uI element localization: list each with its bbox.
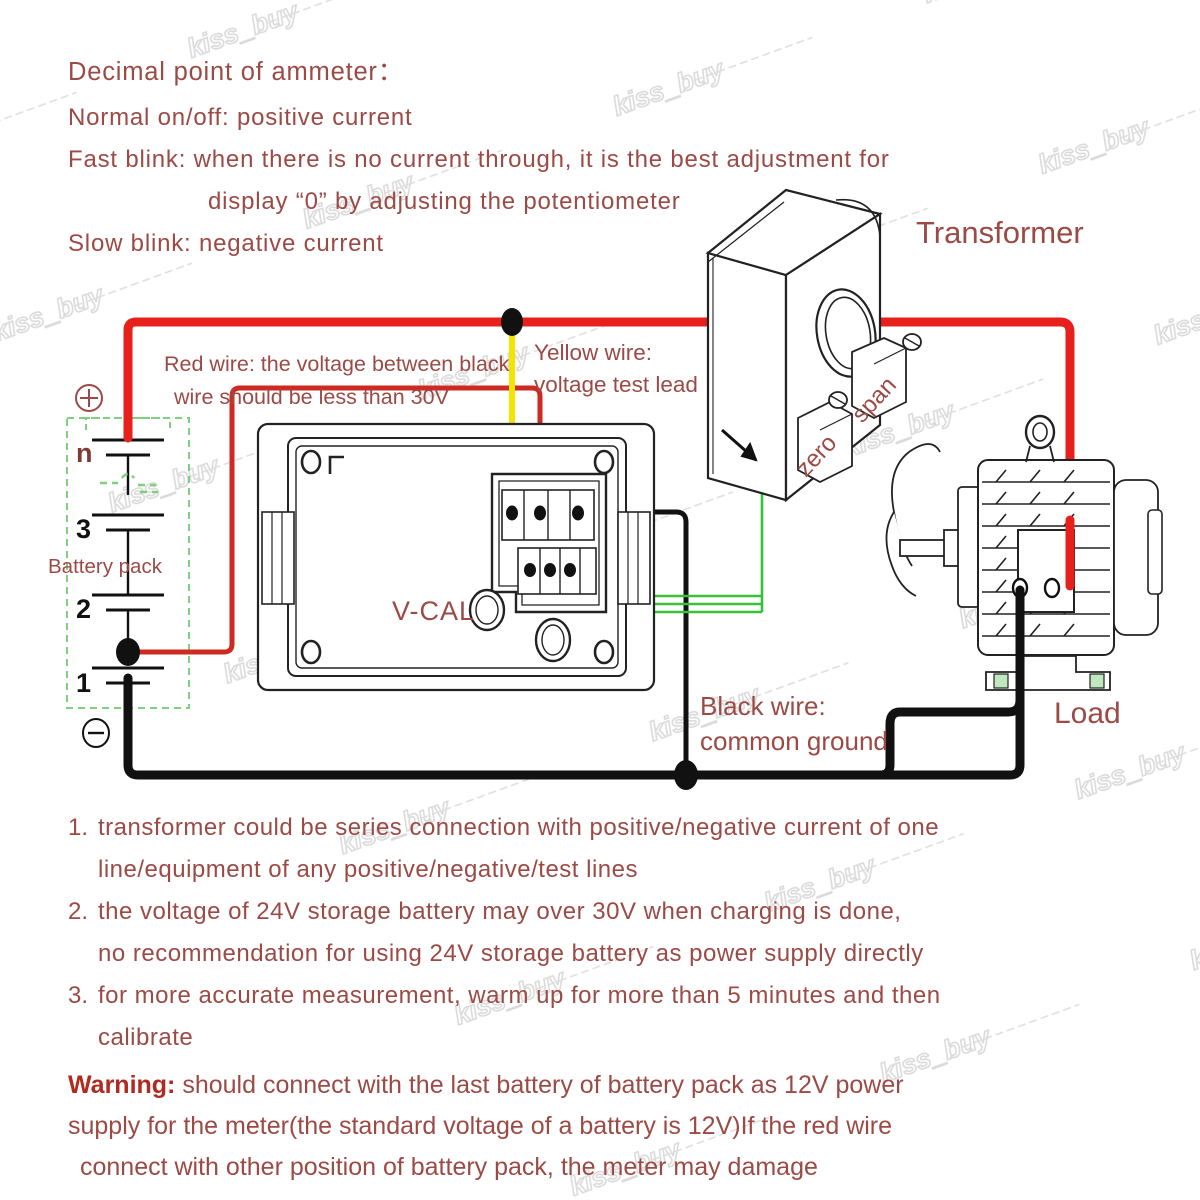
load-motor: Load	[885, 414, 1163, 730]
battery-cell-label-1: 1	[76, 668, 91, 698]
yellow-wire-callout-line-2: voltage test lead	[534, 372, 698, 397]
meter-connector-bottom[interactable]	[517, 547, 597, 595]
battery-cell-label-3: 3	[76, 514, 91, 544]
current-transformer: Transformer zero span	[705, 188, 1084, 503]
meter-screw-hole-bottom-right	[593, 639, 615, 665]
motor-fan-blade-upper	[908, 443, 941, 453]
bottom-note-3-number: 3.	[68, 982, 88, 1009]
transformer-direction-arrow-head-icon	[740, 441, 758, 462]
top-notes-line-3: display “0” by adjusting the potentiomet…	[208, 188, 681, 215]
meter-screw-hole-bottom-left	[300, 639, 322, 665]
meter-connector-top[interactable]	[501, 489, 595, 541]
bottom-notes-block: 1. transformer could be series connectio…	[68, 814, 941, 1051]
red-wire-callout-line-1: Red wire: the voltage between black	[164, 352, 510, 376]
transformer-terminal-block-upper	[851, 333, 922, 420]
black-wire-ground-bus	[123, 673, 1025, 780]
meter-side-clip-left	[261, 511, 295, 605]
load-label: Load	[1054, 697, 1121, 730]
black-wire-callout-line-1: Black wire:	[700, 691, 826, 721]
meter-sensor-pin-3[interactable]	[564, 563, 576, 577]
meter-pin-2-power-positive[interactable]	[534, 505, 546, 521]
meter-pin-1-voltage-test[interactable]	[506, 505, 518, 521]
meter-pin-3-common-ground[interactable]	[572, 505, 584, 521]
callout-labels: Red wire: the voltage between black wire…	[164, 340, 888, 756]
motor-end-cap	[1147, 509, 1163, 595]
top-notes-heading: Decimal point of ammeter：	[68, 58, 404, 86]
red-wire-callout-line-2: wire should be less than 30V	[173, 385, 450, 409]
motor-lifting-eye-hole	[1032, 422, 1048, 442]
bottom-note-1-line-2: line/equipment of any positive/negative/…	[98, 856, 638, 883]
warning-label: Warning:	[68, 1071, 175, 1099]
meter-side-clip-right	[617, 511, 651, 605]
warning-line-1-rest: should connect with the last battery of …	[175, 1071, 903, 1099]
warning-block: Warning: should connect with the last ba…	[68, 1071, 904, 1181]
bottom-note-3-line-2: calibrate	[98, 1024, 193, 1051]
meter-orientation-mark-icon	[328, 455, 344, 474]
battery-pack-group: n 3 2 1 Battery pack	[48, 384, 190, 748]
meter-screw-hole-top-left	[300, 449, 322, 475]
transformer-edge-line	[707, 201, 785, 263]
yellow-wire-callout-line-1: Yellow wire:	[534, 340, 652, 365]
v-cal-label: V-CAL	[392, 596, 475, 626]
battery-positive-terminal-icon	[75, 384, 103, 412]
motor-terminal-negative	[1043, 577, 1061, 599]
warning-line-3: connect with other position of battery p…	[80, 1153, 818, 1181]
battery-negative-terminal-icon	[82, 718, 110, 748]
top-notes-line-2: Fast blink: when there is no current thr…	[68, 146, 890, 173]
top-notes-block: Decimal point of ammeter： Normal on/off:…	[68, 58, 890, 257]
transformer-corner-round	[835, 198, 881, 237]
battery-cell-label-2: 2	[76, 594, 91, 624]
motor-foot-bolt-right	[1089, 673, 1105, 689]
meter-connector-housing-inner	[498, 480, 600, 606]
transformer-front-face	[706, 251, 788, 502]
black-wire-motor-to-bus	[695, 707, 905, 780]
battery-pack-label: Battery pack	[48, 555, 163, 578]
junction-dot-battery-tap	[116, 638, 140, 666]
bottom-note-2-line-1: the voltage of 24V storage battery may o…	[98, 898, 901, 925]
meter-module[interactable]: V-CAL	[256, 422, 656, 692]
top-notes-line-1: Normal on/off: positive current	[68, 104, 413, 131]
warning-line-2: supply for the meter(the standard voltag…	[68, 1112, 892, 1140]
motor-foot-bolt-left	[993, 673, 1009, 689]
black-wire-callout-line-2: common ground	[700, 726, 888, 756]
motor-end-bell-left	[957, 486, 981, 608]
red-wire-main-bus	[123, 317, 1075, 575]
bottom-note-2-line-2: no recommendation for using 24V storage …	[98, 940, 924, 967]
junction-dot-yellow-tap	[501, 308, 523, 336]
meter-screw-hole-top-right	[593, 449, 615, 475]
meter-sensor-pin-2[interactable]	[544, 563, 556, 577]
motor-shaft	[899, 539, 949, 557]
a-cal-potentiometer-inner	[541, 624, 565, 656]
battery-cell-label-n: n	[76, 438, 93, 468]
svg-text:Warning: should connect with t: Warning: should connect with the last ba…	[68, 1071, 904, 1099]
red-wire-meter-supply	[128, 385, 543, 655]
v-cal-potentiometer-inner	[475, 595, 499, 625]
bottom-note-2-number: 2.	[68, 898, 88, 925]
black-wire-meter-ground	[578, 509, 689, 775]
top-notes-line-4: Slow blink: negative current	[68, 230, 384, 257]
bottom-note-3-line-1: for more accurate measurement, warm up f…	[98, 982, 941, 1009]
bottom-note-1-number: 1.	[68, 814, 88, 841]
meter-sensor-pin-1[interactable]	[524, 563, 536, 577]
transformer-label: Transformer	[916, 215, 1084, 250]
motor-lifting-eye-base	[1025, 445, 1055, 463]
junction-dot-ground	[674, 760, 698, 790]
bottom-note-1-line-1: transformer could be series connection w…	[98, 814, 939, 841]
black-wire-motor-terminal-end	[895, 585, 1025, 717]
transformer-terminal-block-lower	[797, 391, 853, 484]
